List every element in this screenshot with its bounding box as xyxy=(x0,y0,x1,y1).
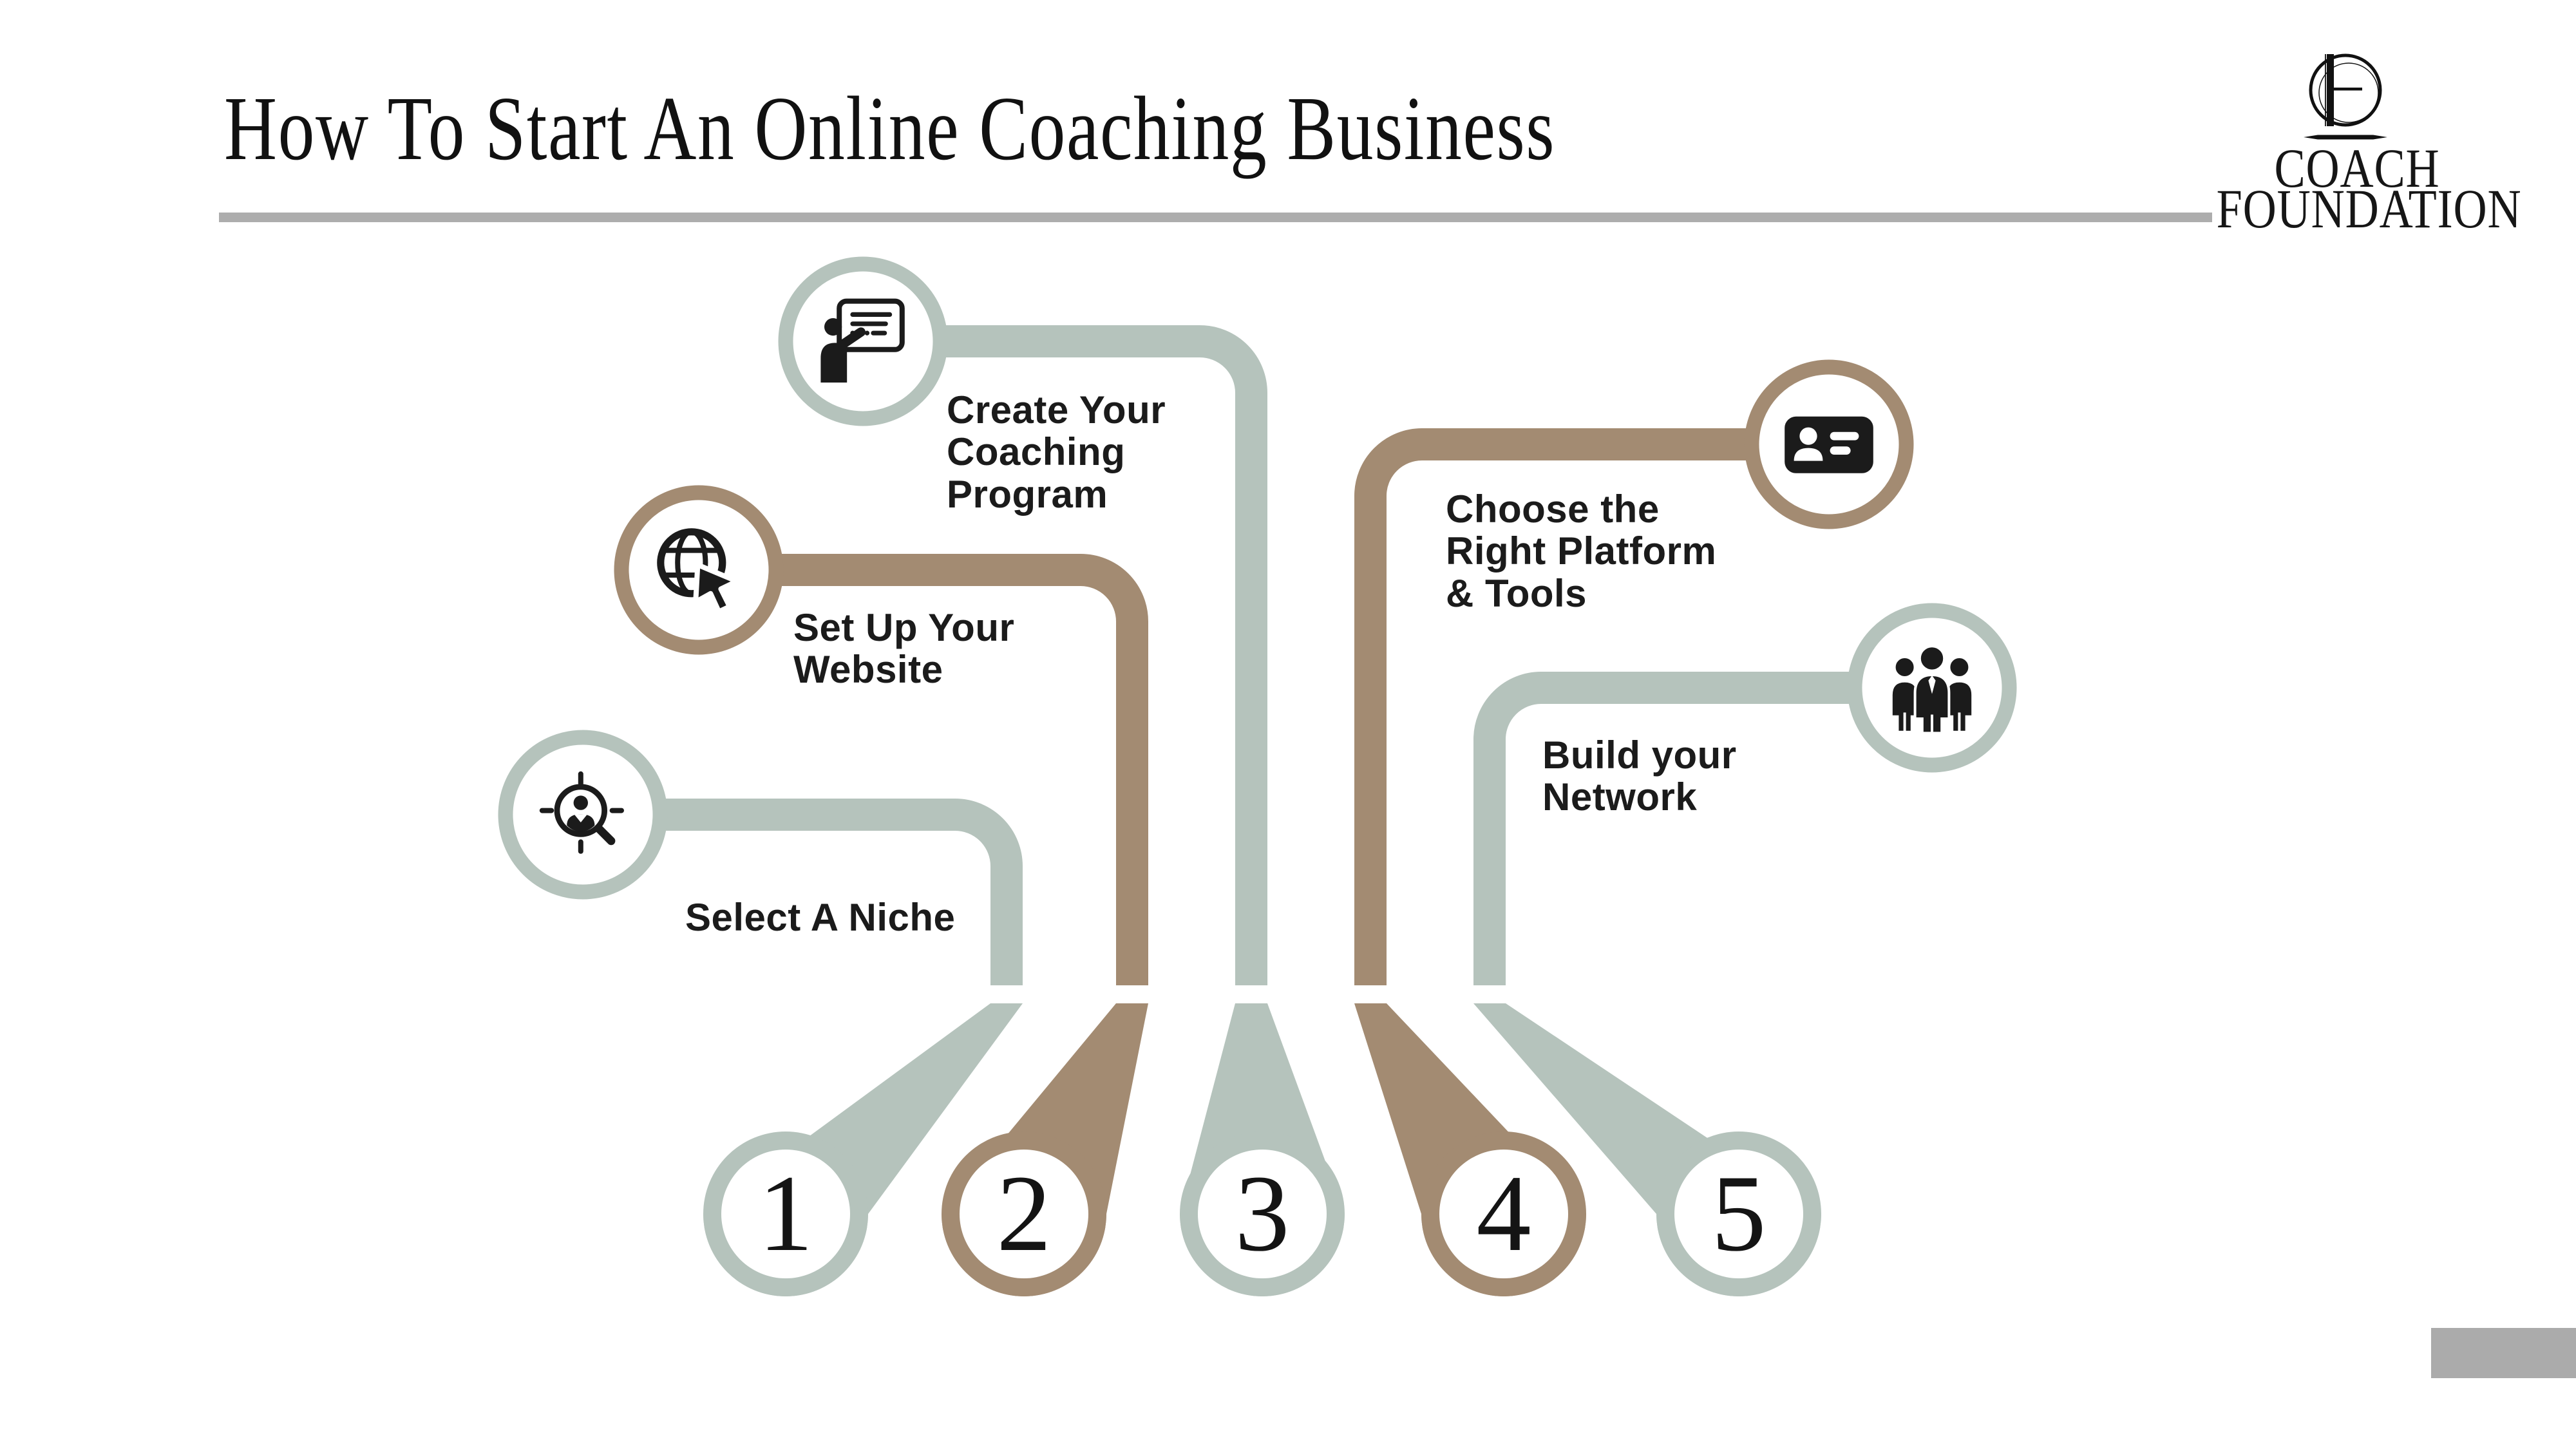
page-title: How To Start An Online Coaching Business xyxy=(224,77,1556,179)
brand-name-foundation: FOUNDATION xyxy=(2216,178,2522,240)
step-1-number: 1 xyxy=(759,1153,813,1274)
step-3-number-badge: 3 xyxy=(1180,1132,1345,1296)
cf-circle-monogram-icon xyxy=(2304,53,2387,140)
coaching-presentation-icon xyxy=(820,298,905,383)
network-people-icon xyxy=(1889,645,1975,735)
step-3-connector xyxy=(937,325,1267,985)
step-1-label: Select A Niche xyxy=(685,896,956,939)
brand-name-coach: COACH xyxy=(2274,137,2440,199)
step-4-number-badge: 4 xyxy=(1421,1132,1586,1296)
step-3-number: 3 xyxy=(1235,1153,1290,1274)
step-5-label: Build your Network xyxy=(1542,734,1737,819)
title-divider xyxy=(219,213,2212,222)
step-4-label: Choose the Right Platform & Tools xyxy=(1446,488,1717,615)
step-1-connector xyxy=(657,799,1023,985)
step-2-label: Set Up Your Website xyxy=(793,606,1015,692)
step-2-number: 2 xyxy=(997,1153,1052,1274)
step-5-number: 5 xyxy=(1712,1153,1766,1274)
step-2-number-badge: 2 xyxy=(942,1132,1106,1296)
step-5-number-badge: 5 xyxy=(1656,1132,1821,1296)
step-5-connector xyxy=(1473,672,1858,985)
step-4-number: 4 xyxy=(1477,1153,1531,1274)
niche-search-person-icon xyxy=(539,771,624,854)
step-2-connector xyxy=(773,554,1148,985)
step-3-icon-circle xyxy=(778,256,948,426)
step-4-connector xyxy=(1354,428,1755,985)
platform-id-card-icon xyxy=(1785,416,1873,473)
step-3-label: Create Your Coaching Program xyxy=(947,388,1166,516)
website-globe-cursor-icon xyxy=(657,528,740,614)
corner-accent-block xyxy=(2431,1328,2576,1378)
step-1-number-badge: 1 xyxy=(703,1132,868,1296)
